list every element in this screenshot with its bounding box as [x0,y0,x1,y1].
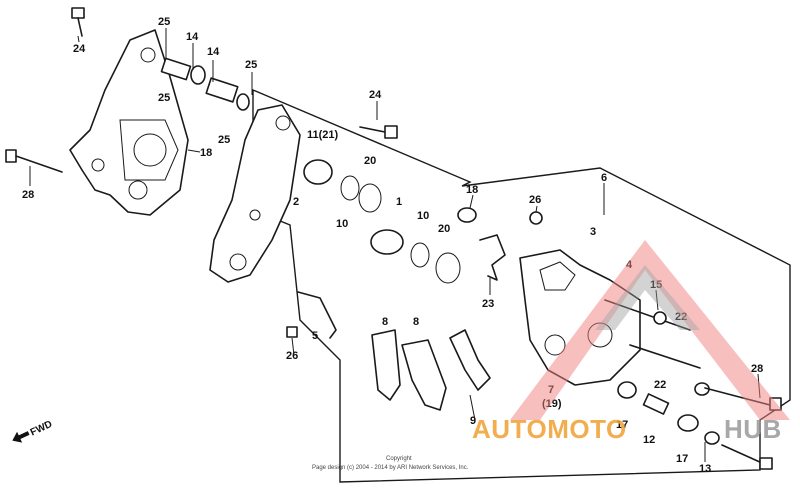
callout-28-left: 28 [22,189,34,201]
boot-pin-parts [160,57,250,111]
bolt-24-mid-part [359,125,398,139]
watermark-logo: AUTOMOTO HUB [472,240,790,444]
watermark-brand-right: HUB [724,414,782,444]
callout-26-lower: 26 [286,350,298,362]
callout-3: 3 [590,226,596,238]
callout-5: 5 [312,330,318,342]
fwd-arrow-icon [12,431,30,443]
fwd-arrow: FWD [12,419,54,443]
callout-24-top: 24 [73,43,86,55]
bolt-24-part [71,7,85,37]
callout-18-left: 18 [200,147,212,159]
copyright-line1: Copyright [386,456,412,462]
caliper-plate-part [209,104,301,283]
callout-1: 1 [396,196,402,208]
bolt-28-left-part [5,149,63,173]
fwd-label: FWD [29,419,54,439]
watermark-triangle-icon [510,240,790,420]
callout-18-right: 18 [466,184,478,196]
callout-10-upper: 10 [336,218,348,230]
callout-8-right: 8 [413,316,419,328]
copyright-line2: Page design (c) 2004 - 2014 by ARI Netwo… [312,465,469,471]
callout-20-lower: 20 [438,223,450,235]
piston-parts [303,159,461,284]
brake-pad-parts [371,329,447,411]
callout-9: 9 [470,415,476,427]
callout-17-right: 17 [676,453,688,465]
callout-25-lower-right: 25 [218,134,230,146]
callout-26-upper: 26 [529,194,541,206]
pad-shim-part [449,329,491,391]
callout-11-21: 11(21) [307,129,339,141]
callout-10-lower: 10 [417,210,429,222]
callout-2: 2 [293,196,299,208]
callout-25-top: 25 [158,16,170,28]
callout-14-first: 14 [186,31,199,43]
callout-25-right: 25 [245,59,257,71]
callout-8-left: 8 [382,316,388,328]
callout-labels: 24 25 14 14 25 25 25 24 11(21) 18 28 2 2… [22,16,763,475]
callout-12: 12 [643,434,655,446]
callout-24-mid: 24 [369,89,382,101]
callout-20-upper: 20 [364,155,376,167]
callout-23: 23 [482,298,494,310]
callout-6: 6 [601,172,607,184]
caliper-body-part [519,249,641,386]
bleeder-parts [457,207,543,225]
watermark-brand-left: AUTOMOTO [472,414,627,444]
callout-28-right: 28 [751,363,763,375]
callout-14-second: 14 [207,46,220,58]
callout-25-lower-left: 25 [158,92,170,104]
spring-23-part [479,234,506,281]
callout-17-left: 17 [616,419,628,431]
clip-parts [286,291,337,339]
callout-22-lower: 22 [654,379,666,391]
caliper-bracket-part [69,29,189,216]
callout-13: 13 [699,463,711,475]
assembly-frame [252,88,791,483]
